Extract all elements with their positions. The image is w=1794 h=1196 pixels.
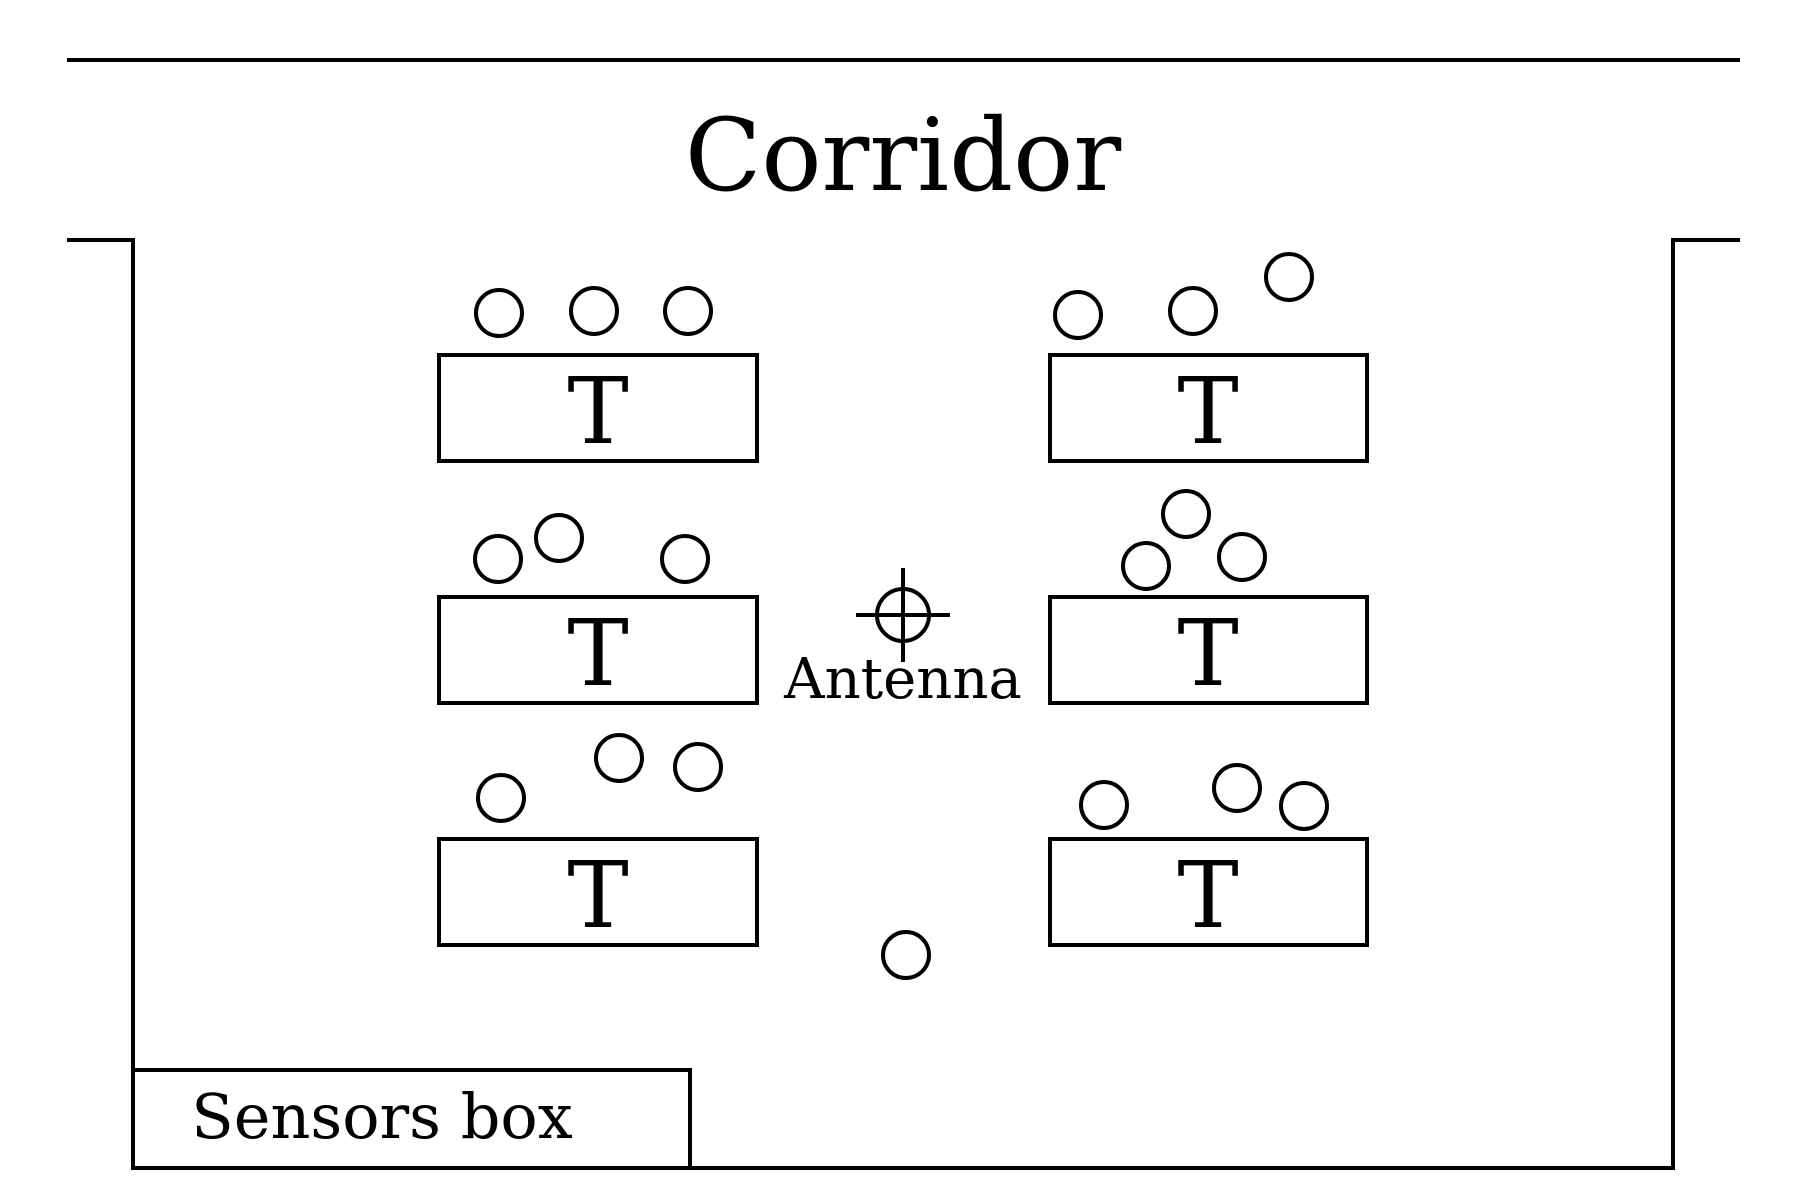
table-box [437, 595, 759, 705]
person-icon [673, 742, 723, 792]
table-label: T [567, 600, 628, 707]
table-left-3: T [437, 837, 759, 949]
antenna-label: Antenna [783, 647, 1022, 712]
table-right-3: T [1048, 837, 1369, 949]
person-icon [1079, 780, 1129, 830]
person-icon [476, 773, 526, 823]
table-box [437, 837, 759, 947]
person-icon [1121, 541, 1171, 591]
person-icon [1279, 781, 1329, 831]
person-icon [594, 733, 644, 783]
table-box [1048, 595, 1369, 705]
table-box [437, 353, 759, 463]
table-label: T [1177, 600, 1238, 707]
corridor-label: Corridor [685, 97, 1122, 214]
table-right-1: T [1048, 353, 1369, 465]
table-right-2: T [1048, 595, 1369, 707]
person-icon [881, 930, 931, 980]
person-icon [1053, 290, 1103, 340]
person-icon [660, 534, 710, 584]
table-left-2: T [437, 595, 759, 707]
person-icon [534, 513, 584, 563]
person-icon [1217, 532, 1267, 582]
people [473, 252, 1329, 980]
table-label: T [567, 842, 628, 949]
sensors-box-label: Sensors box [191, 1080, 572, 1153]
person-icon [474, 288, 524, 338]
person-icon [1264, 252, 1314, 302]
room-wall [67, 238, 1740, 1170]
table-box [1048, 837, 1369, 947]
table-label: T [567, 358, 628, 465]
table-box [1048, 353, 1369, 463]
table-left-1: T [437, 353, 759, 465]
table-label: T [1177, 842, 1238, 949]
person-icon [569, 286, 619, 336]
antenna-icon [856, 568, 950, 662]
person-icon [1212, 763, 1262, 813]
table-label: T [1177, 358, 1238, 465]
person-icon [1168, 286, 1218, 336]
sensors-box [131, 1068, 692, 1170]
person-icon [473, 534, 523, 584]
person-icon [1161, 489, 1211, 539]
person-icon [663, 286, 713, 336]
